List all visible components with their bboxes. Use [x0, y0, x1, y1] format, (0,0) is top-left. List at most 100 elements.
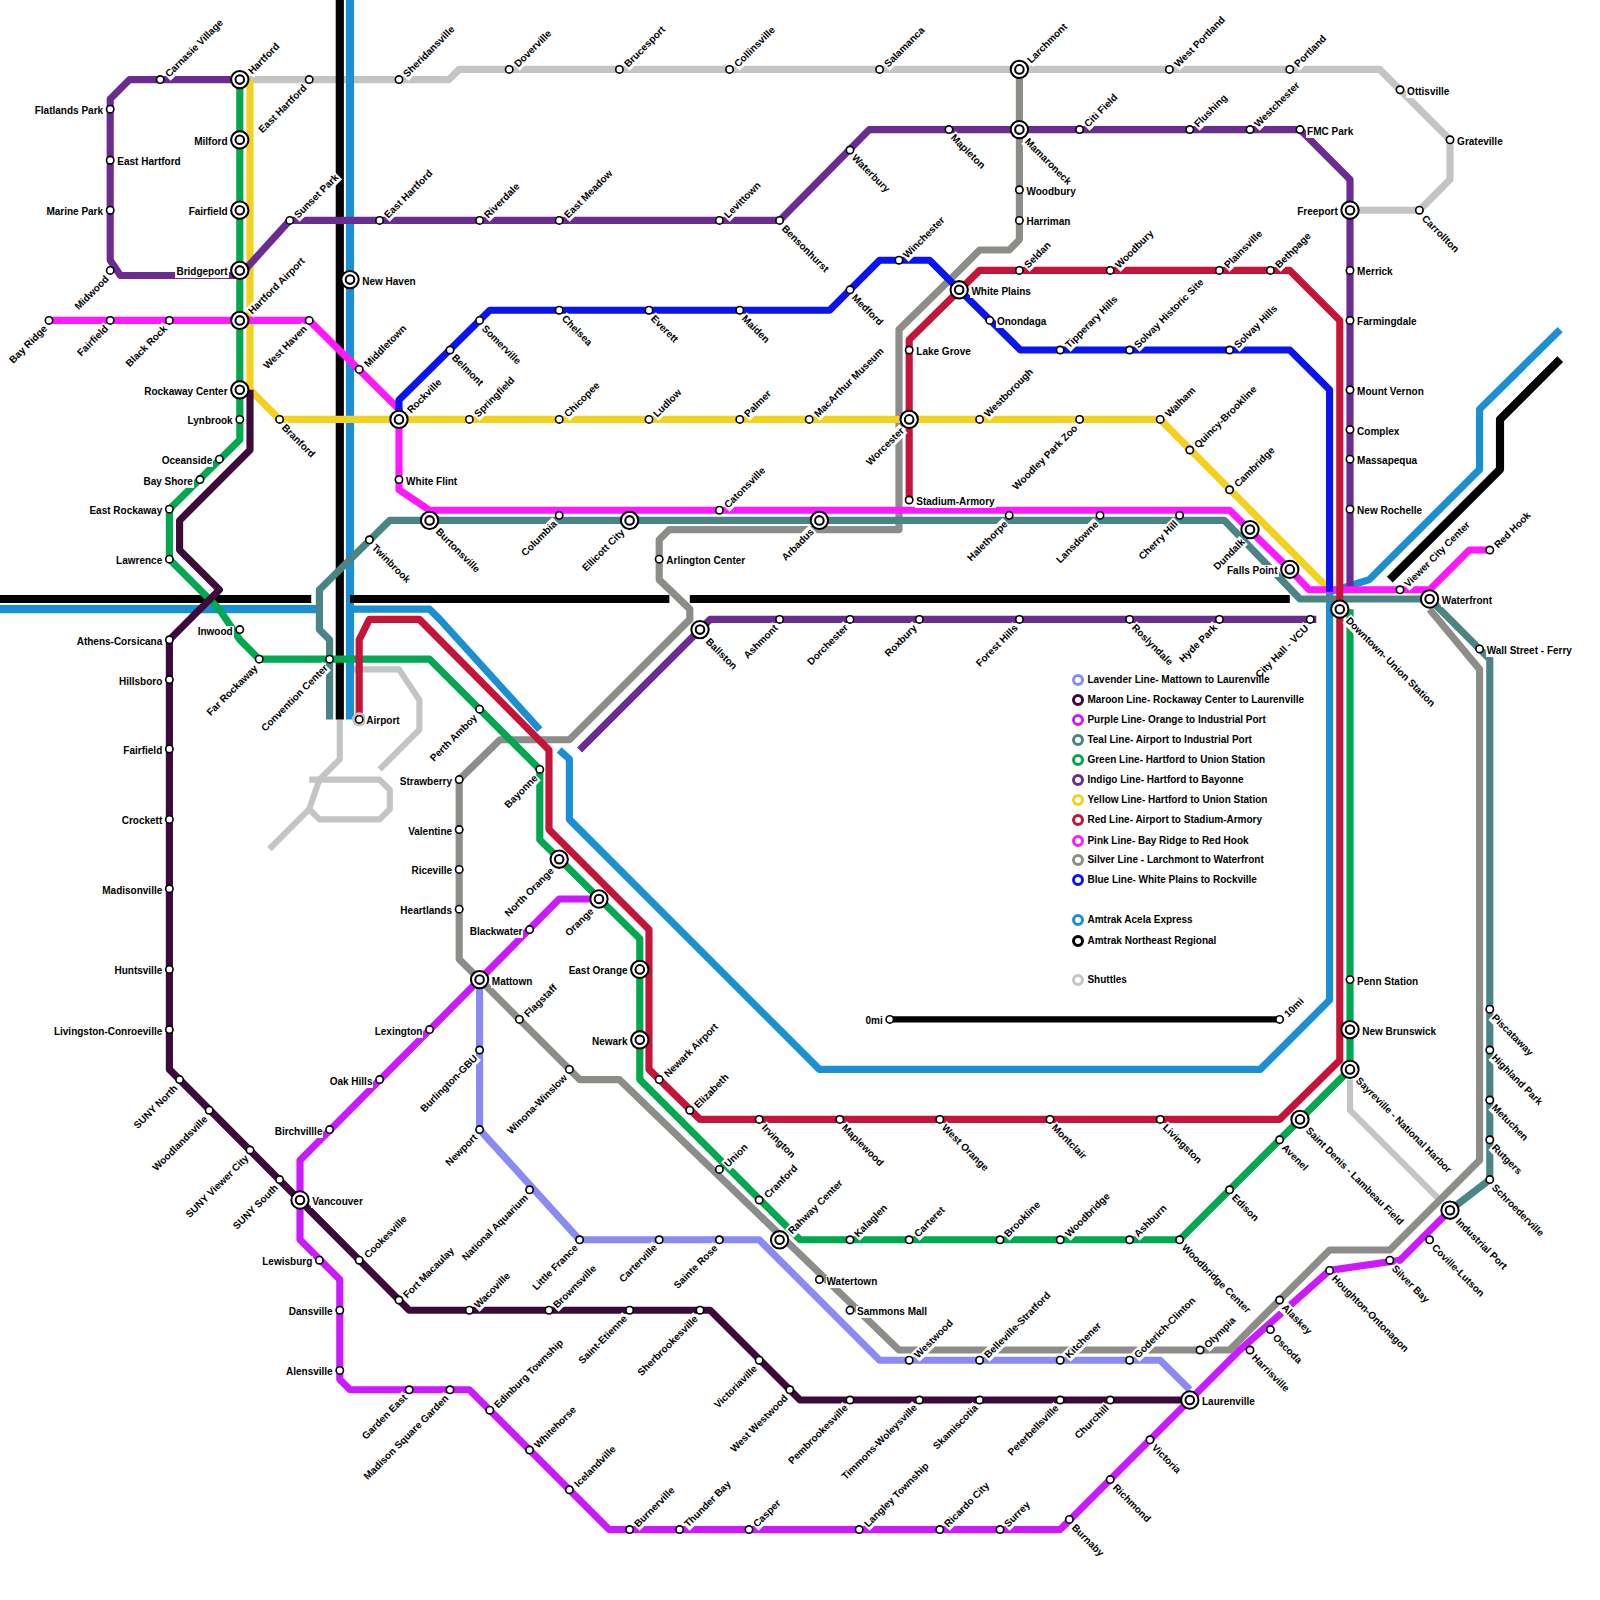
station-label: Mapleton — [948, 131, 989, 172]
station-label-holder: Brookline — [1000, 1197, 1043, 1240]
station-label: Richmond — [1109, 1481, 1153, 1525]
station-dot — [316, 1257, 323, 1264]
station-label-holder: Massapequa — [1356, 453, 1419, 465]
station-label-holder: Harriman — [1026, 214, 1072, 226]
station-label-holder: Sunset Park — [290, 169, 341, 220]
station-label-holder: Onondaga — [996, 314, 1048, 326]
station-dot — [816, 1276, 823, 1283]
interchange-marker — [621, 512, 638, 529]
station-label-holder: Ottisville — [1406, 84, 1451, 96]
station-dot — [846, 146, 853, 153]
station-dot — [166, 317, 173, 324]
interchange-core — [236, 316, 245, 325]
station-label-holder: Salamanca — [880, 22, 927, 69]
station-dot — [556, 416, 563, 423]
legend-row: Amtrak Northeast Regional — [1072, 933, 1216, 947]
station-label-holder: 0mi — [864, 1013, 884, 1025]
station-label: SUNY South — [230, 1181, 281, 1232]
station-label: Doverville — [511, 27, 555, 71]
station-dot — [776, 616, 783, 623]
station-dot — [1226, 346, 1233, 353]
station-label: East Rockaway — [88, 505, 163, 517]
interchange-core — [696, 625, 705, 634]
station-label: Palmer — [741, 387, 774, 420]
station-label-holder: Watertown — [826, 1274, 879, 1286]
station-dot — [626, 1526, 633, 1533]
interchange-ring — [901, 411, 918, 428]
station-label: Tipperary Hills — [1062, 292, 1121, 351]
station-label: Sherbrookesville — [635, 1312, 702, 1379]
interchange-core — [625, 516, 634, 525]
interchange-marker — [231, 262, 248, 279]
station-label-holder: 10mi — [1280, 993, 1306, 1019]
legend-row: Shuttles — [1072, 973, 1126, 987]
station-dot — [616, 66, 623, 73]
station-label: Carterville — [616, 1241, 660, 1285]
station-label-holder: Twinbrook — [369, 540, 414, 585]
station-dot — [1396, 86, 1403, 93]
station-label-holder: Mount Vernon — [1356, 384, 1425, 396]
legend-swatch — [1072, 854, 1084, 866]
station-dot — [1107, 267, 1114, 274]
station-label: Milford — [193, 136, 228, 148]
legend-row: Purple Line- Orange to Industrial Port — [1072, 712, 1265, 726]
station-dot — [166, 966, 173, 973]
station-label-holder: Strawberry — [399, 774, 454, 786]
regional-line — [350, 595, 669, 603]
station-label: Woodbury — [1112, 227, 1157, 272]
station-dot — [166, 676, 173, 683]
interchange-marker — [631, 1031, 648, 1048]
station-dot — [895, 257, 902, 264]
station-label-holder: Irvington — [759, 1119, 799, 1159]
acela-line — [0, 605, 316, 613]
station-label: Perth Amboy — [427, 711, 481, 765]
station-label-holder: Ashmont — [739, 619, 780, 660]
legend-swatch — [1072, 794, 1084, 806]
station-label-holder: Ashburn — [1130, 1200, 1170, 1240]
station-label-holder: Dorchester — [803, 619, 850, 666]
interchange-core — [905, 415, 914, 424]
station-label: Burnaby — [1068, 1521, 1107, 1560]
station-dot — [1057, 346, 1064, 353]
station-label-holder: Carteret — [909, 1202, 946, 1239]
scale-bar — [890, 1016, 1280, 1022]
station-label-holder: Riceville — [410, 863, 453, 875]
interchange-ring — [631, 1031, 648, 1048]
station-dot — [1107, 1396, 1114, 1403]
station-dot — [776, 217, 783, 224]
station-label: Woodley Park Zoo — [1010, 422, 1081, 493]
station-label-holder: Bridgeport — [175, 264, 229, 276]
station-label: Somerville — [478, 322, 524, 368]
station-dot — [536, 766, 543, 773]
station-label: Ashburn — [1131, 1202, 1170, 1241]
station-label-holder: Penn Station — [1356, 974, 1420, 986]
station-dot — [756, 1116, 763, 1123]
station-label: Solvay Hills — [1231, 302, 1281, 352]
station-label: Carnasie Village — [162, 16, 226, 80]
maroon-line — [169, 390, 1189, 1400]
station-label-holder: Churchill — [1070, 1400, 1111, 1441]
station-label-holder: Thunder Bay — [680, 1476, 734, 1530]
station-label-holder: Highland Park — [1490, 1050, 1548, 1108]
station-label-holder: Hartford — [243, 38, 281, 76]
station-label: Levittown — [721, 179, 764, 222]
legend-swatch — [1072, 814, 1084, 826]
station-dot — [876, 66, 883, 73]
station-label-holder: Woodlandsville — [148, 1110, 210, 1172]
station-label: Red Hook — [1491, 508, 1534, 551]
station-label-holder: Lynbrook — [186, 413, 234, 425]
station-label: Cranford — [761, 1162, 801, 1202]
station-label: Skamiscotia — [930, 1402, 981, 1453]
station-label: Newark — [591, 1036, 629, 1048]
interchange-ring — [390, 411, 407, 428]
interchange-core — [555, 855, 564, 864]
station-dot — [107, 157, 114, 164]
station-label-holder: Larchmont — [1023, 19, 1070, 66]
station-label: Cookesville — [361, 1212, 410, 1261]
station-label: Sammons Mall — [856, 1306, 928, 1318]
station-label: Massapequa — [1356, 455, 1418, 467]
regional-line — [690, 595, 1290, 603]
station-label-holder: Palmer — [740, 385, 774, 419]
station-label-holder: Avenel — [1280, 1140, 1313, 1173]
station-label-holder: SUNY Viewer City — [181, 1150, 251, 1220]
